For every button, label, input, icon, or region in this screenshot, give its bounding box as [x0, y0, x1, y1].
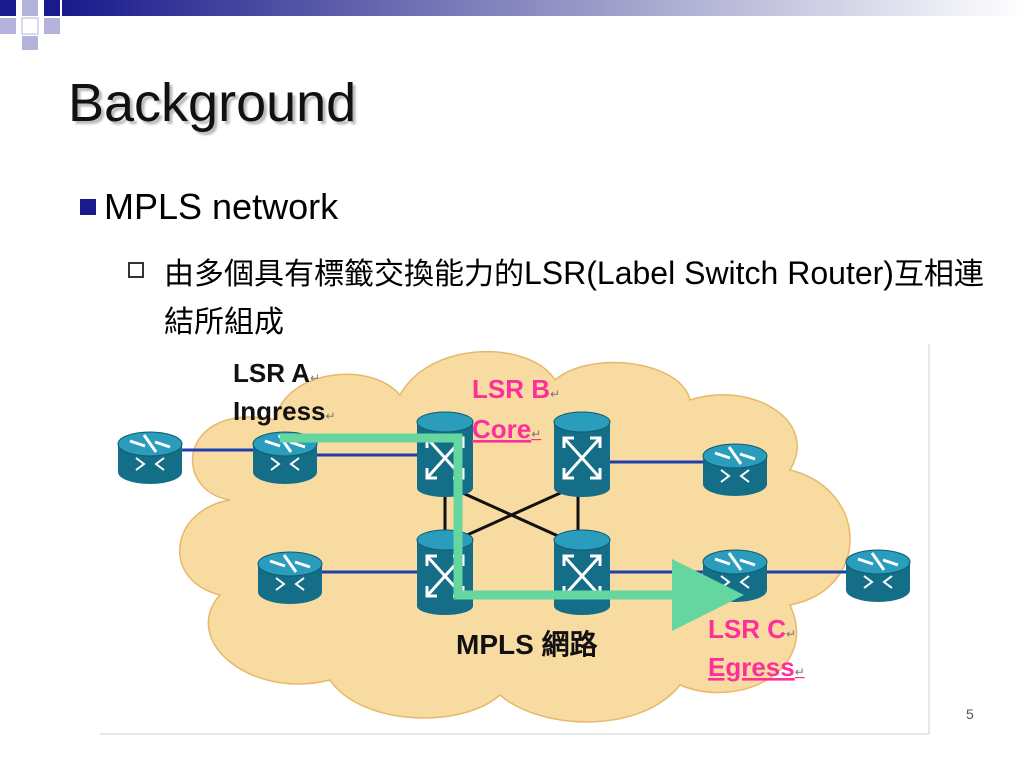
page-number: 5: [966, 706, 974, 722]
router-icon: [116, 430, 184, 486]
lsr-b-line1: LSR B↵: [472, 374, 560, 404]
router-icon: [256, 550, 324, 606]
switch-icon: [552, 528, 612, 617]
square-bullet-icon: [80, 199, 96, 215]
bullet-level2-text: 由多個具有標籤交換能力的LSR(Label Switch Router)互相連結…: [128, 250, 988, 346]
hollow-square-bullet-icon: [128, 262, 144, 278]
title-bar-decoration: [0, 0, 1024, 50]
bullet-level2-part2: LSR(Label Switch Router): [524, 255, 894, 291]
bullet-level2-part1: 由多個具有標籤交換能力的: [164, 257, 524, 292]
mpls-network-diagram: LSR A↵ Ingress↵ LSR B↵ Core↵ MPLS 網路 LSR…: [100, 344, 930, 735]
lsr-a-line1: LSR A↵: [233, 358, 320, 388]
bullet-level1: MPLS network: [80, 186, 338, 228]
lsr-c-line1: LSR C↵: [708, 614, 796, 644]
lsr-b-line2: Core↵: [472, 414, 541, 444]
lsr-a-line2: Ingress↵: [233, 396, 336, 426]
bullet-level1-text: MPLS network: [104, 186, 339, 227]
router-icon: [701, 442, 769, 498]
bullet-level2: 由多個具有標籤交換能力的LSR(Label Switch Router)互相連結…: [128, 250, 988, 346]
slide-title: Background: [68, 73, 357, 133]
switch-icon-lsr-b: [415, 410, 475, 499]
switch-icon: [552, 410, 612, 499]
lsr-c-line2: Egress↵: [708, 652, 805, 682]
router-icon: [844, 548, 912, 604]
lsp-path-arrow: [280, 433, 744, 631]
bullet-level2-part3: 互相連結所組成: [164, 257, 984, 340]
router-icon-lsr-c: [701, 548, 769, 604]
network-label: MPLS 網路: [456, 629, 599, 660]
switch-icon: [415, 528, 475, 617]
